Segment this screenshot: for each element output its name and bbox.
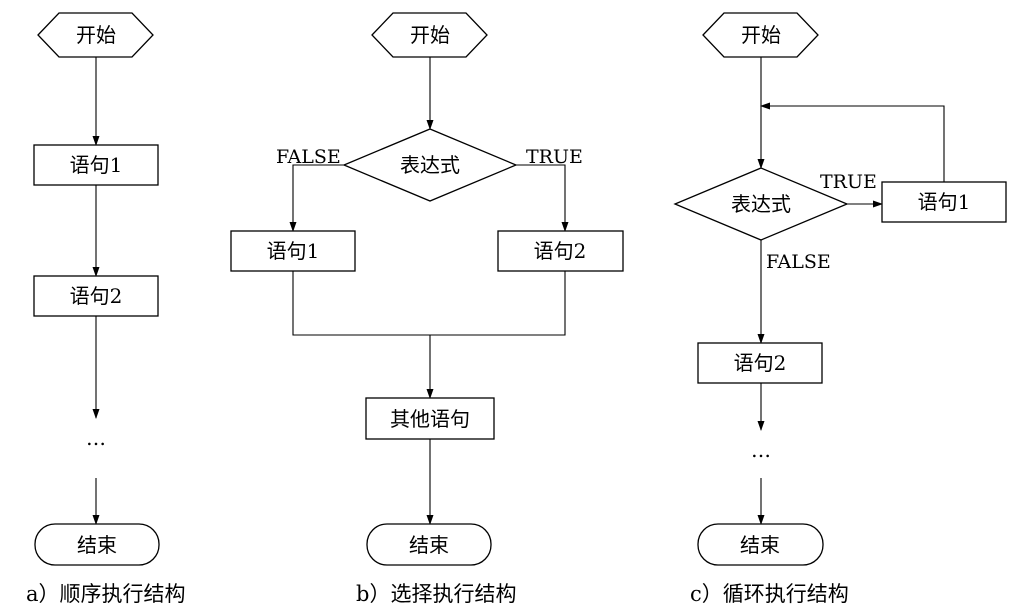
caption-b: b）选择执行结构: [356, 582, 516, 606]
edge-c-loop-back: [760, 102, 945, 182]
end-label-b: 结束: [409, 533, 449, 557]
stmt2-node-b: [497, 230, 624, 272]
diagram-sequential: 开始 语句1 语句2 … 结束 a）顺序执行结构: [26, 12, 186, 606]
start-node-a: [37, 12, 154, 58]
false-label-c: FALSE: [766, 251, 831, 273]
start-label-a: 开始: [76, 23, 116, 47]
false-label-b: FALSE: [276, 146, 341, 168]
end-node-c: [697, 523, 824, 566]
other-label-b: 其他语句: [390, 407, 470, 431]
edge-b-expr-false: [289, 164, 344, 232]
stmt2-node-c: [697, 342, 823, 384]
stmt2-label-b: 语句2: [534, 239, 587, 263]
ellipsis-c: …: [751, 438, 771, 462]
expr-node-b: [342, 128, 518, 202]
edge-b-merge: [292, 271, 566, 336]
stmt2-label-a: 语句2: [70, 284, 123, 308]
stmt1-label-b: 语句1: [267, 239, 320, 263]
end-label-c: 结束: [740, 533, 780, 557]
diagram-loop: 开始 表达式 TRUE 语句1 FALSE 语句2 … 结束 c）循环执行结构: [673, 12, 1007, 606]
other-node-b: [365, 397, 495, 440]
expr-label-c: 表达式: [731, 192, 791, 216]
diagram-selection: 开始 表达式 FALSE TRUE 语句1 语句2 其他语句 结束 b）选择执行…: [230, 12, 624, 606]
start-label-c: 开始: [741, 23, 781, 47]
start-label-b: 开始: [410, 23, 450, 47]
caption-a: a）顺序执行结构: [26, 582, 186, 606]
stmt2-node-a: [33, 275, 159, 317]
start-node-b: [371, 12, 488, 58]
true-label-c: TRUE: [820, 171, 877, 193]
ellipsis-a: …: [86, 426, 106, 450]
stmt1-label-c: 语句1: [918, 190, 971, 214]
expr-label-b: 表达式: [400, 153, 460, 177]
caption-c: c）循环执行结构: [690, 582, 849, 606]
stmt1-node-c: [881, 181, 1007, 223]
edge-b-expr-true: [516, 164, 569, 232]
stmt2-label-c: 语句2: [734, 351, 787, 375]
end-node-b: [366, 523, 492, 566]
true-label-b: TRUE: [526, 146, 583, 168]
end-node-a: [34, 523, 160, 566]
start-node-c: [702, 12, 819, 58]
end-label-a: 结束: [77, 533, 117, 557]
stmt1-node-a: [33, 144, 159, 186]
stmt1-label-a: 语句1: [70, 153, 123, 177]
